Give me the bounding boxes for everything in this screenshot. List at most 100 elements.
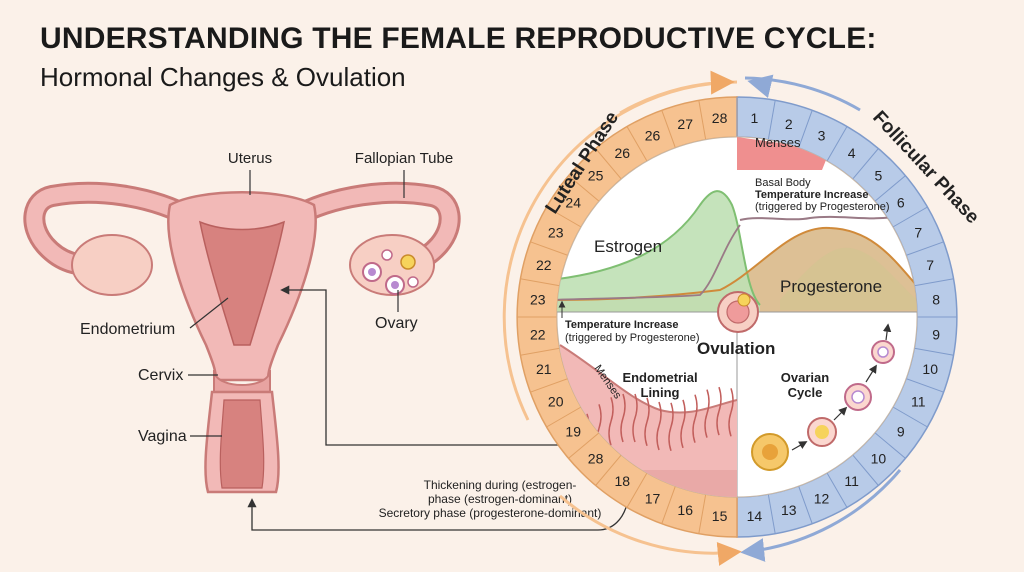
endometrial-gland bbox=[632, 393, 638, 443]
luteal-tick-11 bbox=[530, 241, 569, 256]
luteal-tick-10 bbox=[520, 278, 560, 287]
follicular-tick-12 bbox=[892, 406, 928, 428]
follicular-tick-10 bbox=[914, 347, 954, 356]
label-ovarian-2: Cycle bbox=[788, 385, 823, 400]
left-ovary bbox=[71, 234, 153, 296]
label-vagina: Vagina bbox=[138, 428, 187, 445]
uterus-illustration bbox=[23, 181, 461, 494]
note-line-3: Secretory phase (progesterone-dominant) bbox=[379, 506, 602, 520]
label-fallopian-tube: Fallopian Tube bbox=[355, 150, 453, 167]
luteal-tick-14 bbox=[595, 148, 622, 180]
luteal-day-14: 26 bbox=[615, 145, 631, 161]
follicular-day-3: 4 bbox=[848, 145, 856, 161]
follicular-tick-3 bbox=[826, 126, 848, 162]
endometrial-gland bbox=[728, 388, 734, 437]
page-title: UNDERSTANDING THE FEMALE REPRODUCTIVE CY… bbox=[40, 22, 877, 55]
luteal-tick-3 bbox=[626, 472, 648, 508]
endometrial-gland bbox=[692, 394, 698, 443]
follicular-day-9: 9 bbox=[932, 326, 940, 342]
label-bbt-2: Temperature Increase bbox=[755, 189, 869, 201]
label-bbt-1: Basal Body bbox=[755, 177, 811, 189]
connector-endometrium bbox=[280, 285, 558, 446]
endometrial-gland bbox=[608, 397, 614, 446]
luteal-tick-6 bbox=[546, 406, 582, 428]
label-endometrium: Endometrium bbox=[80, 321, 175, 338]
follicular-tick-16 bbox=[798, 485, 813, 524]
endometrial-gland bbox=[668, 402, 674, 452]
follicular-day-17: 14 bbox=[747, 508, 763, 524]
luteal-day-7: 21 bbox=[536, 361, 552, 377]
menses-band bbox=[737, 137, 830, 170]
label-cervix: Cervix bbox=[138, 367, 183, 384]
follicular-tick-15 bbox=[826, 472, 848, 508]
luteal-day-17: 28 bbox=[712, 110, 728, 126]
follicular-tick-14 bbox=[852, 454, 879, 486]
luteal-tick-16 bbox=[661, 110, 676, 149]
luteal-day-8: 22 bbox=[530, 326, 546, 342]
follicular-day-0: 1 bbox=[751, 110, 759, 126]
follicular-day-10: 10 bbox=[922, 361, 938, 377]
follicular-tick-7 bbox=[905, 241, 944, 256]
follicular-day-6: 7 bbox=[914, 225, 922, 241]
follicular-tick-2 bbox=[798, 110, 813, 149]
follicular-tick-13 bbox=[874, 432, 906, 459]
label-uterus: Uterus bbox=[228, 150, 272, 167]
luteal-tick-1 bbox=[698, 494, 707, 534]
luteal-day-13: 25 bbox=[588, 168, 604, 184]
label-menses: Menses bbox=[755, 135, 801, 150]
note-line-2: phase (estrogen-dominant) bbox=[428, 492, 572, 506]
luteal-tick-13 bbox=[568, 175, 600, 202]
ovulation-egg bbox=[717, 291, 759, 333]
follicular-tick-17 bbox=[767, 494, 776, 534]
follicular-day-7: 7 bbox=[926, 257, 934, 273]
label-endometrial-2: Lining bbox=[641, 385, 680, 400]
luteal-tick-17 bbox=[698, 100, 707, 140]
page-subtitle: Hormonal Changes & Ovulation bbox=[40, 62, 406, 92]
luteal-tick-2 bbox=[661, 485, 676, 524]
follicular-tick-5 bbox=[874, 175, 906, 202]
follicular-day-4: 5 bbox=[875, 168, 883, 184]
follicular-tick-1 bbox=[767, 100, 776, 140]
label-ovary: Ovary bbox=[375, 315, 418, 332]
follicular-tick-4 bbox=[852, 148, 879, 180]
follicular-day-15: 12 bbox=[814, 490, 830, 506]
luteal-day-16: 27 bbox=[677, 116, 693, 132]
luteal-tick-15 bbox=[626, 126, 648, 162]
follicular-day-8: 8 bbox=[932, 292, 940, 308]
luteal-tick-8 bbox=[520, 347, 560, 356]
label-temp-2: (triggered by Progesterone) bbox=[565, 332, 700, 344]
label-temp-1: Temperature Increase bbox=[565, 319, 679, 331]
luteal-day-11: 23 bbox=[548, 225, 564, 241]
luteal-day-15: 26 bbox=[645, 128, 661, 144]
follicular-day-12: 9 bbox=[897, 424, 905, 440]
label-estrogen: Estrogen bbox=[594, 237, 662, 256]
estrogen-area bbox=[557, 191, 760, 312]
follicular-day-2: 3 bbox=[818, 128, 826, 144]
luteal-tick-5 bbox=[568, 432, 600, 459]
label-progesterone: Progesterone bbox=[780, 277, 882, 296]
luteal-day-5: 19 bbox=[565, 424, 581, 440]
endometrial-gland bbox=[704, 389, 710, 438]
endometrial-gland bbox=[680, 399, 686, 449]
note-line-1: Thickening during (estrogen- bbox=[424, 478, 577, 492]
luteal-day-2: 17 bbox=[645, 490, 661, 506]
label-endometrial-1: Endometrial bbox=[622, 370, 697, 385]
luteal-day-4: 28 bbox=[588, 450, 604, 466]
follicular-day-5: 6 bbox=[897, 194, 905, 210]
luteal-day-3: 18 bbox=[615, 473, 631, 489]
luteal-day-9: 23 bbox=[530, 292, 546, 308]
luteal-day-1: 16 bbox=[677, 502, 693, 518]
endometrial-gland bbox=[644, 397, 650, 447]
luteal-day-12: 24 bbox=[565, 194, 581, 210]
luteal-day-10: 22 bbox=[536, 257, 552, 273]
ovarian-follicles bbox=[751, 323, 895, 471]
endometrial-gland bbox=[620, 393, 626, 443]
follicular-day-11: 11 bbox=[911, 394, 926, 410]
luteal-day-0: 15 bbox=[712, 508, 728, 524]
label-ovulation: Ovulation bbox=[697, 339, 775, 358]
luteal-tick-4 bbox=[595, 454, 622, 486]
endometrial-gland bbox=[656, 401, 662, 451]
luteal-tick-7 bbox=[530, 378, 569, 393]
luteal-day-6: 20 bbox=[548, 394, 564, 410]
